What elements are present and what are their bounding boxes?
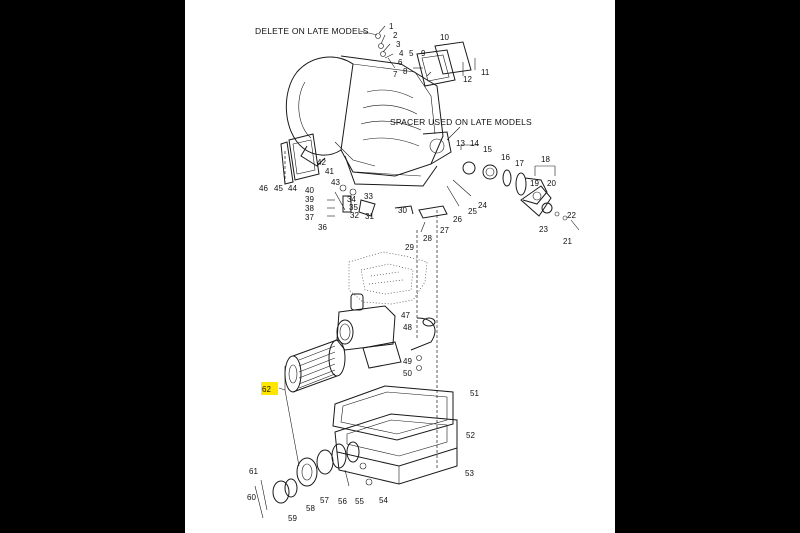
callout-21: 21 bbox=[563, 237, 572, 246]
callout-29: 29 bbox=[405, 243, 414, 252]
callout-23: 23 bbox=[539, 225, 548, 234]
callout-37: 37 bbox=[305, 213, 314, 222]
fasteners-top bbox=[375, 33, 476, 76]
callout-13: 13 bbox=[456, 139, 465, 148]
callout-35: 35 bbox=[349, 203, 358, 212]
callout-47: 47 bbox=[401, 311, 410, 320]
callout-16: 16 bbox=[501, 153, 510, 162]
callout-26: 26 bbox=[453, 215, 462, 224]
callout-51: 51 bbox=[470, 389, 479, 398]
callout-48: 48 bbox=[403, 323, 412, 332]
callout-11: 11 bbox=[481, 68, 490, 77]
callout-52: 52 bbox=[466, 431, 475, 440]
note-delete-on-late-models: DELETE ON LATE MODELS bbox=[255, 26, 369, 36]
note-leader bbox=[359, 30, 378, 36]
callout-leader bbox=[284, 389, 300, 467]
callout-25: 25 bbox=[468, 207, 477, 216]
callout-40: 40 bbox=[305, 186, 314, 195]
callout-46: 46 bbox=[259, 184, 268, 193]
callout-38: 38 bbox=[305, 204, 314, 213]
callout-18: 18 bbox=[541, 155, 550, 164]
callout-55: 55 bbox=[355, 497, 364, 506]
callout-54: 54 bbox=[379, 496, 388, 505]
callout-33: 33 bbox=[364, 192, 373, 201]
cover-plate-top bbox=[416, 41, 472, 87]
callout-20: 20 bbox=[547, 179, 556, 188]
cover-plate-side bbox=[280, 133, 320, 185]
callout-17: 17 bbox=[515, 159, 524, 168]
callout-4: 4 bbox=[399, 49, 404, 58]
callout-2: 2 bbox=[393, 31, 398, 40]
callout-56: 56 bbox=[338, 497, 347, 506]
callout-28: 28 bbox=[423, 234, 432, 243]
callout-60: 60 bbox=[247, 493, 256, 502]
callout-42: 42 bbox=[317, 158, 326, 167]
exploded-parts-diagram: 1 2 3 4 5 6 7 8 9 10 11 12 13 14 15 16 1… bbox=[247, 22, 580, 523]
callout-14: 14 bbox=[470, 139, 479, 148]
callout-58: 58 bbox=[306, 504, 315, 513]
callout-12: 12 bbox=[463, 75, 472, 84]
filter-housing bbox=[336, 293, 436, 371]
output-shaft-assembly bbox=[462, 161, 580, 231]
callout-leader bbox=[278, 387, 286, 391]
callout-labels: 1 2 3 4 5 6 7 8 9 10 11 12 13 14 15 16 1… bbox=[247, 22, 576, 523]
callout-9: 9 bbox=[421, 49, 426, 58]
callout-43: 43 bbox=[331, 178, 340, 187]
diagram-sheet: DELETE ON LATE MODELS SPACER USED ON LAT… bbox=[185, 0, 615, 533]
transmission-housing bbox=[285, 55, 452, 187]
callout-highlight-62 bbox=[261, 382, 278, 395]
callout-leaders bbox=[378, 25, 556, 176]
filter-element bbox=[284, 339, 346, 393]
callout-59: 59 bbox=[288, 514, 297, 523]
callout-44: 44 bbox=[288, 184, 297, 193]
callout-5: 5 bbox=[409, 49, 414, 58]
note-spacer-used-on-late-models: SPACER USED ON LATE MODELS bbox=[390, 117, 532, 127]
callout-30: 30 bbox=[398, 206, 407, 215]
callout-1: 1 bbox=[389, 22, 394, 31]
callout-24: 24 bbox=[478, 201, 487, 210]
callout-19: 19 bbox=[530, 179, 539, 188]
callout-10: 10 bbox=[440, 33, 449, 42]
callout-6: 6 bbox=[398, 58, 403, 67]
callout-62: 62 bbox=[262, 385, 271, 394]
callout-41: 41 bbox=[325, 167, 334, 176]
valve-body-phantom bbox=[348, 251, 428, 305]
callout-22: 22 bbox=[567, 211, 576, 220]
callout-39: 39 bbox=[305, 195, 314, 204]
callout-36: 36 bbox=[318, 223, 327, 232]
callout-49: 49 bbox=[403, 357, 412, 366]
callout-53: 53 bbox=[465, 469, 474, 478]
callout-50: 50 bbox=[403, 369, 412, 378]
filter-cover-parts bbox=[254, 441, 373, 519]
callout-15: 15 bbox=[483, 145, 492, 154]
oil-pan bbox=[332, 385, 458, 485]
callout-8: 8 bbox=[403, 67, 408, 76]
note-leader bbox=[446, 126, 461, 141]
callout-57: 57 bbox=[320, 496, 329, 505]
callout-61: 61 bbox=[249, 467, 258, 476]
linkage-parts bbox=[327, 179, 472, 233]
callout-32: 32 bbox=[350, 211, 359, 220]
callout-3: 3 bbox=[396, 40, 401, 49]
callout-7: 7 bbox=[393, 70, 398, 79]
callout-34: 34 bbox=[347, 195, 356, 204]
callout-27: 27 bbox=[440, 226, 449, 235]
callout-31: 31 bbox=[365, 212, 374, 221]
callout-45: 45 bbox=[274, 184, 283, 193]
